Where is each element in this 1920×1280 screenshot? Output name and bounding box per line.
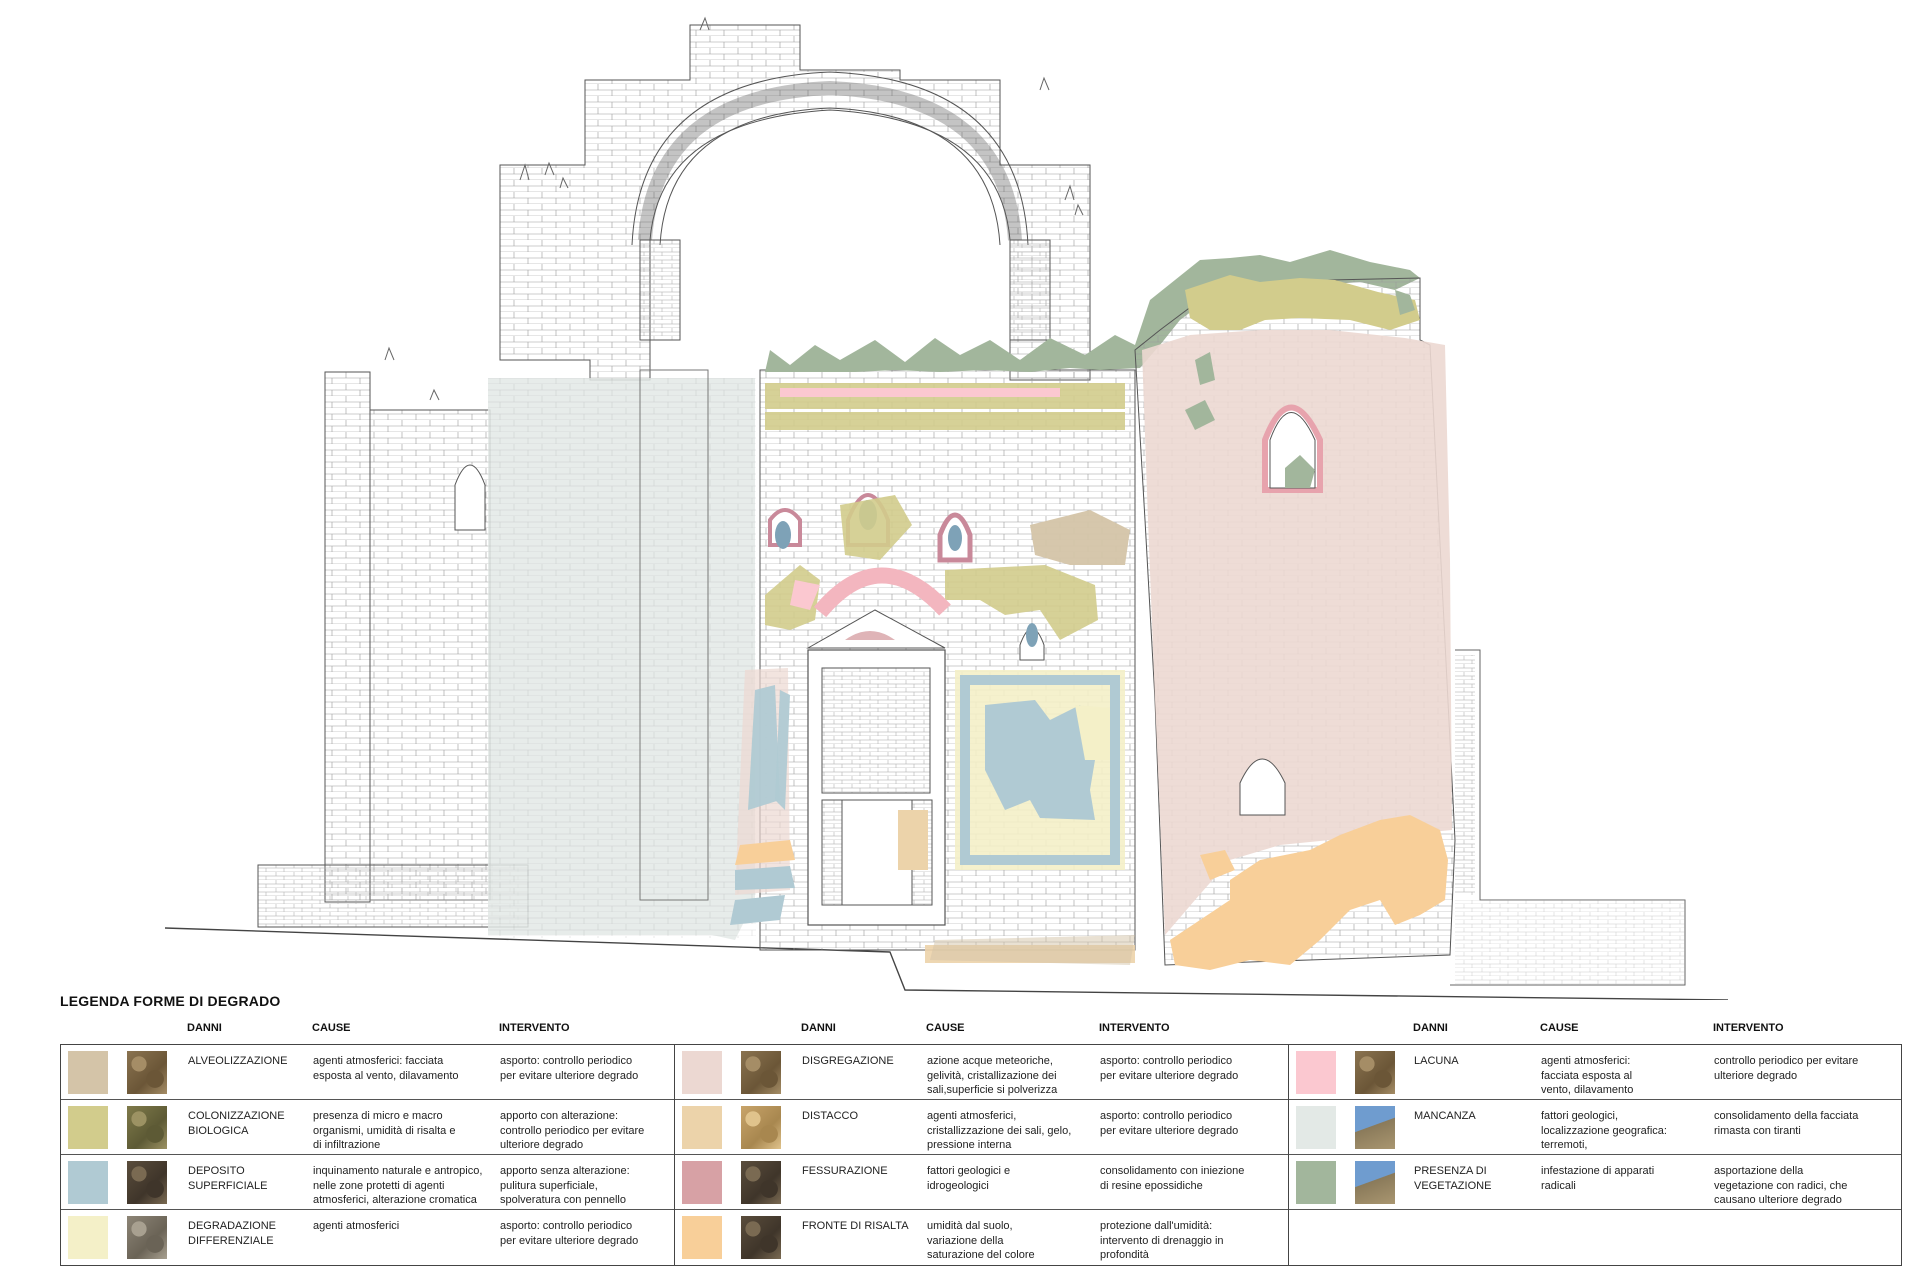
danno-label: DEGRADAZIONE DIFFERENZIALE [188, 1220, 277, 1247]
intervento-text: apporto con alterazione: controllo perio… [500, 1110, 645, 1151]
legend-row: LACUNA agenti atmosferici: facciata espos… [1289, 1045, 1901, 1100]
zone-risalita [1170, 815, 1448, 970]
stone-texture-sand [741, 1106, 781, 1149]
color-swatch [682, 1051, 722, 1094]
stone-texture-dark [741, 1216, 781, 1259]
ground-line [164, 927, 1729, 1000]
color-swatch [68, 1051, 108, 1094]
danno-label: FRONTE DI RISALTA [802, 1220, 909, 1232]
legend-row: MANCANZA fattori geologici, localizzazion… [1289, 1100, 1901, 1155]
legend-table-column: LACUNA agenti atmosferici: facciata espos… [1288, 1044, 1902, 1266]
intervento-text: controllo periodico per evitare ulterior… [1714, 1055, 1859, 1082]
legend-header-cause: CAUSE [926, 1022, 965, 1034]
color-swatch [682, 1216, 722, 1259]
intervento-text: consolidamento della facciata rimasta co… [1714, 1110, 1859, 1137]
intervento-text: apporto senza alterazione: pulitura supe… [500, 1165, 630, 1206]
intervento-text: protezione dall'umidità: intervento di d… [1100, 1220, 1224, 1261]
facade-elevation-drawing [164, 16, 1729, 1000]
danno-label: COLONIZZAZIONE BIOLOGICA [188, 1110, 285, 1137]
legend-row: DEPOSITO SUPERFICIALE inquinamento natura… [61, 1155, 675, 1210]
intervento-text: asporto: controllo periodico per evitare… [1100, 1055, 1239, 1082]
legend-title: LEGENDA FORME DI DEGRADO [60, 993, 281, 1009]
color-swatch [682, 1106, 722, 1149]
danno-label: DEPOSITO SUPERFICIALE [188, 1165, 268, 1192]
cause-text: agenti atmosferici: facciata esposta al … [313, 1055, 459, 1082]
legend-header-danni: DANNI [801, 1022, 836, 1034]
color-swatch [68, 1161, 108, 1204]
danno-label: FESSURAZIONE [802, 1165, 888, 1177]
danno-label: MANCANZA [1414, 1110, 1476, 1122]
zone-vegetazione-top [765, 250, 1420, 372]
legend-header-cause: CAUSE [1540, 1022, 1579, 1034]
legend-header-danni: DANNI [187, 1022, 222, 1034]
legend-row: FESSURAZIONE fattori geologici e idrogeol… [675, 1155, 1289, 1210]
legend-row: COLONIZZAZIONE BIOLOGICA presenza di micr… [61, 1100, 675, 1155]
legend-row: PRESENZA DI VEGETAZIONE infestazione di a… [1289, 1155, 1901, 1210]
right-tower [1134, 275, 1456, 970]
intervento-text: asporto: controllo periodico per evitare… [500, 1055, 639, 1082]
cause-text: fattori geologici e idrogeologici [927, 1165, 1011, 1192]
left-tower [257, 371, 529, 928]
color-swatch [68, 1216, 108, 1259]
cause-text: inquinamento naturale e antropico, nelle… [313, 1165, 483, 1206]
legend-row: DISTACCO agenti atmosferici, cristallizza… [675, 1100, 1289, 1155]
color-swatch [682, 1161, 722, 1204]
legend-header-intervento: INTERVENTO [1713, 1022, 1784, 1034]
legend-header-danni: DANNI [1413, 1022, 1448, 1034]
cause-text: umidità dal suolo, variazione della satu… [927, 1220, 1035, 1261]
legend-header-intervento: INTERVENTO [499, 1022, 570, 1034]
danno-label: DISTACCO [802, 1110, 859, 1122]
stone-texture-dark [127, 1161, 167, 1204]
danno-label: ALVEOLIZZAZIONE [188, 1055, 288, 1067]
legend-row: DEGRADAZIONE DIFFERENZIALE agenti atmosfe… [61, 1210, 675, 1265]
legend-row: FRONTE DI RISALTA umidità dal suolo, vari… [675, 1210, 1289, 1265]
danno-label: DISGREGAZIONE [802, 1055, 894, 1067]
color-swatch [68, 1106, 108, 1149]
cause-text: agenti atmosferici, cristallizzazione de… [927, 1110, 1072, 1151]
stone-texture-dark [741, 1161, 781, 1204]
intervento-text: consolidamento con iniezione di resine e… [1100, 1165, 1245, 1192]
color-swatch [1296, 1051, 1336, 1094]
central-facade [730, 369, 1136, 965]
intervento-text: asporto: controllo periodico per evitare… [1100, 1110, 1239, 1137]
legend-row: ALVEOLIZZAZIONE agenti atmosferici: facci… [61, 1045, 675, 1100]
cause-text: fattori geologici, localizzazione geogra… [1541, 1110, 1667, 1151]
stone-texture-moss [127, 1106, 167, 1149]
stone-texture-grey [127, 1216, 167, 1259]
cause-text: presenza di micro e macro organismi, umi… [313, 1110, 456, 1151]
stone-texture-brown [741, 1051, 781, 1094]
danno-label: LACUNA [1414, 1055, 1459, 1067]
stone-texture-sky [1355, 1161, 1395, 1204]
stone-texture-brown [1355, 1051, 1395, 1094]
legend-table-column: ALVEOLIZZAZIONE agenti atmosferici: facci… [60, 1044, 676, 1266]
danno-label: PRESENZA DI VEGETAZIONE [1414, 1165, 1492, 1192]
intervento-text: asporto: controllo periodico per evitare… [500, 1220, 639, 1247]
color-swatch [1296, 1161, 1336, 1204]
legend-header-intervento: INTERVENTO [1099, 1022, 1170, 1034]
legend-table-column: DISGREGAZIONE azione acque meteoriche, ge… [674, 1044, 1290, 1266]
color-swatch [1296, 1106, 1336, 1149]
stone-texture-sky [1355, 1106, 1395, 1149]
stone-texture-brown [127, 1051, 167, 1094]
cause-text: azione acque meteoriche, gelività, crist… [927, 1055, 1058, 1096]
legend-header-cause: CAUSE [312, 1022, 351, 1034]
legend-row: DISGREGAZIONE azione acque meteoriche, ge… [675, 1045, 1289, 1100]
cause-text: agenti atmosferici: facciata esposta al … [1541, 1055, 1634, 1096]
intervento-text: asportazione della vegetazione con radic… [1714, 1165, 1848, 1206]
cause-text: infestazione di apparati radicali [1541, 1165, 1655, 1192]
cause-text: agenti atmosferici [313, 1220, 400, 1232]
arch-ruin [499, 24, 1091, 381]
